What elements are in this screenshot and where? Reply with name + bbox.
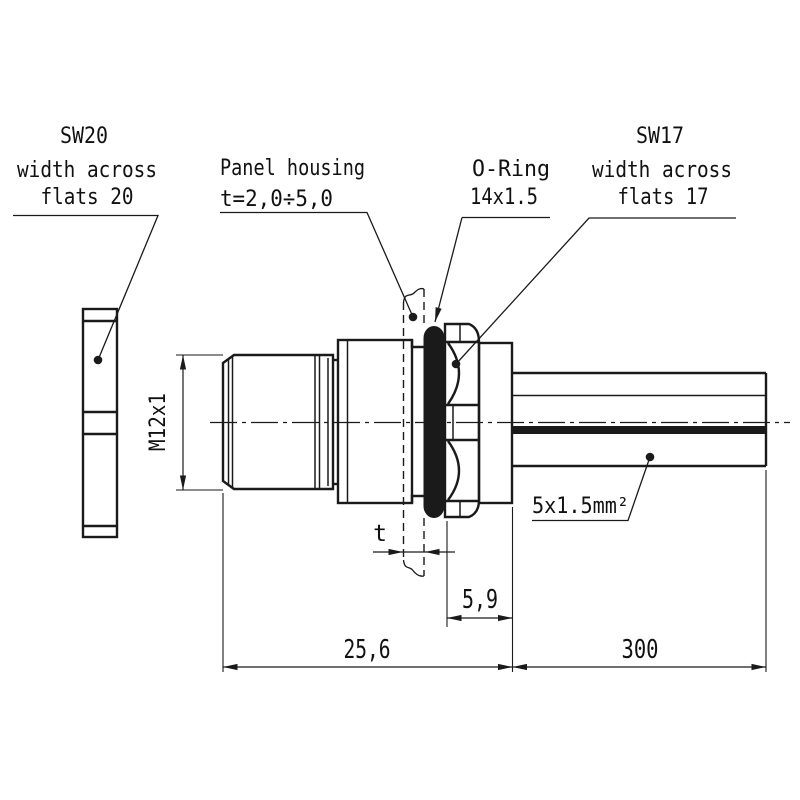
sw20-leader-dot [93, 355, 103, 365]
label-o-ring: O-Ring 14x1.5 [434, 157, 550, 323]
oring-leader [434, 217, 463, 323]
dim-25-6-text: 25,6 [344, 635, 391, 665]
hex-nut-sw17 [443, 322, 481, 519]
sw20-leader [13, 214, 159, 361]
o-ring [423, 326, 445, 518]
cable-leader [532, 456, 651, 522]
label-panel-housing: Panel housing t=2,0÷5,0 [220, 156, 418, 322]
sw17-line3: flats 17 [618, 185, 709, 210]
dimension-m12x1: M12x1 [146, 354, 223, 491]
label-cable: 5x1.5mm² [532, 452, 655, 522]
dimension-25-6: 25,6 [222, 493, 514, 672]
sw20-line3: flats 20 [41, 185, 134, 210]
dim-5-9-text: 5,9 [462, 585, 498, 615]
oring-line2: 14x1.5 [470, 185, 538, 210]
dimension-300: 300 [512, 470, 767, 672]
dim-t-text: t [373, 521, 387, 547]
sw20-flats-view [81, 307, 119, 539]
cable [512, 371, 768, 468]
cable-leader-dot [645, 452, 655, 462]
sw17-line2: width across [592, 158, 732, 183]
sw17-leader [455, 217, 736, 365]
panel-line1: Panel housing [220, 156, 365, 181]
sw20-line1: SW20 [60, 124, 108, 149]
cable-conductor-band [512, 426, 766, 434]
break-symbol-top [402, 287, 425, 303]
break-symbol-bottom [402, 559, 425, 577]
label-sw20: SW20 width across flats 20 [13, 124, 159, 365]
panel-section-lines [402, 287, 425, 577]
panel-leader-dot [408, 312, 418, 322]
sw17-leader-dot [451, 359, 461, 369]
sw20-line2: width across [17, 158, 157, 183]
panel-line2: t=2,0÷5,0 [220, 187, 333, 212]
sw17-line1: SW17 [636, 124, 684, 149]
panel-leader [220, 211, 414, 318]
thread-section [221, 353, 338, 491]
dimension-5-9: 5,9 [446, 521, 513, 627]
dimension-panel-thickness: t [373, 521, 455, 556]
thread-size-label: M12x1 [146, 393, 171, 451]
label-sw17: SW17 width across flats 17 [451, 124, 736, 369]
oring-line1: O-Ring [472, 157, 550, 182]
cable-label-text: 5x1.5mm² [532, 494, 629, 519]
dim-300-text: 300 [622, 635, 659, 665]
flange [477, 341, 514, 505]
connector-body [336, 338, 424, 505]
